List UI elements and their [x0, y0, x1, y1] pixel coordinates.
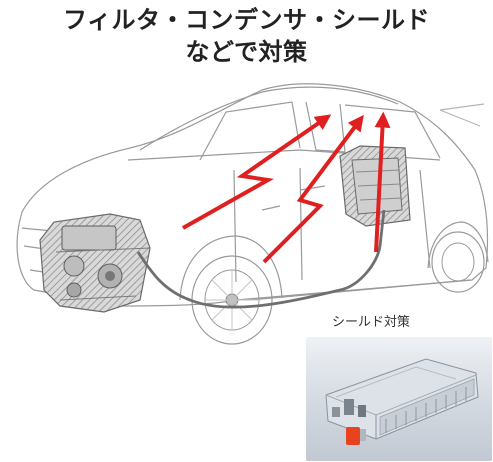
battery-terminal-icon — [346, 427, 360, 445]
front-wheel — [179, 235, 283, 345]
noise-arrow-middle — [262, 114, 364, 264]
battery-pack-illustration — [339, 145, 411, 227]
title: フィルタ・コンデンサ・シールド などで対策 — [0, 4, 493, 68]
title-line-2: などで対策 — [185, 38, 308, 66]
noise-arrow-front — [182, 114, 332, 230]
power-cable — [136, 209, 386, 309]
photo-caption: シールド対策 — [332, 315, 411, 330]
battery-photo — [306, 337, 492, 461]
rear-wheel — [427, 221, 489, 293]
noise-arrow-rear — [374, 111, 391, 253]
noise-arrows — [182, 111, 391, 264]
title-line-1: フィルタ・コンデンサ・シールド — [62, 6, 431, 34]
engine-illustration — [39, 213, 151, 313]
